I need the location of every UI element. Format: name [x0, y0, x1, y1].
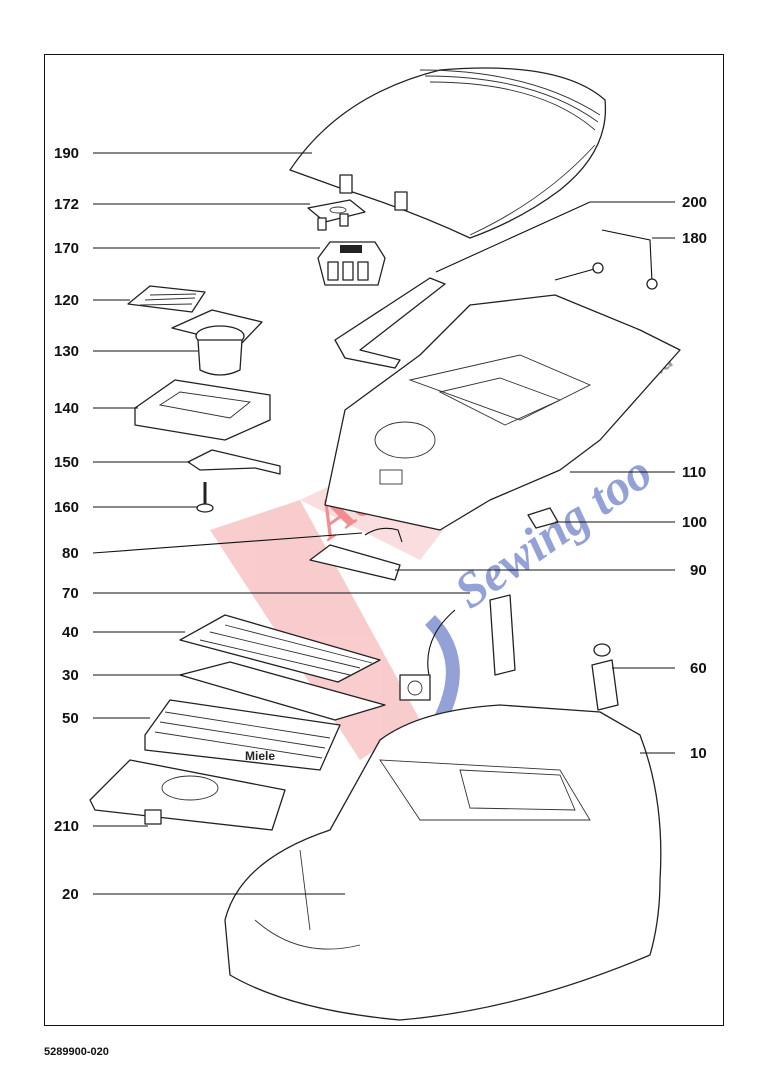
label-30: 30	[62, 667, 79, 684]
filter-brand-mark: Miele	[245, 749, 275, 763]
part-180-spring	[554, 229, 658, 290]
part-30-filter-sheet	[179, 661, 386, 721]
label-170: 170	[54, 240, 79, 257]
label-130: 130	[54, 343, 79, 360]
label-210: 210	[54, 818, 79, 835]
label-190: 190	[54, 145, 79, 162]
part-90-carry-handle	[309, 544, 401, 581]
leader-lines	[92, 152, 675, 895]
watermark-red-swoosh	[210, 500, 420, 760]
label-50: 50	[62, 710, 79, 727]
label-70: 70	[62, 585, 79, 602]
label-160: 160	[54, 499, 79, 516]
label-60: 60	[690, 660, 707, 677]
label-10: 10	[690, 745, 707, 762]
part-40-filter-cover	[179, 614, 381, 683]
label-120: 120	[54, 292, 79, 309]
part-120-exhaust-grille	[127, 285, 206, 313]
diagram-frame	[44, 54, 724, 1026]
part-210-filter-lid	[89, 759, 286, 831]
label-172: 172	[54, 196, 79, 213]
part-110-upper-housing	[324, 294, 681, 531]
label-40: 40	[62, 624, 79, 641]
label-110: 110	[682, 464, 706, 481]
part-200-wire-bracket	[334, 277, 446, 369]
label-80: 80	[62, 545, 79, 562]
part-140-filter-frame	[134, 379, 271, 441]
label-20: 20	[62, 886, 79, 903]
part-50-main-filter: Miele	[144, 699, 341, 771]
label-90: 90	[690, 562, 707, 579]
label-180: 180	[682, 230, 707, 247]
part-160-screw	[196, 482, 214, 513]
part-130-motor-mount	[171, 309, 263, 376]
part-60-latch	[591, 643, 619, 711]
label-100: 100	[682, 514, 707, 531]
label-140: 140	[54, 400, 79, 417]
part-170-switch	[317, 241, 386, 286]
part-150-clip	[187, 449, 281, 475]
part-10-lower-housing	[224, 704, 662, 1021]
part-172-switch-cover	[307, 199, 366, 231]
part-80-spring-clip	[364, 527, 403, 543]
label-150: 150	[54, 454, 79, 471]
label-200: 200	[682, 194, 707, 211]
document-code: 5289900-020	[44, 1046, 109, 1058]
part-70-cable-assembly	[399, 594, 516, 701]
part-190-top-cover	[289, 67, 607, 239]
part-labels: 190 172 170 120 130 140 150 160 80 70 40…	[54, 145, 707, 903]
